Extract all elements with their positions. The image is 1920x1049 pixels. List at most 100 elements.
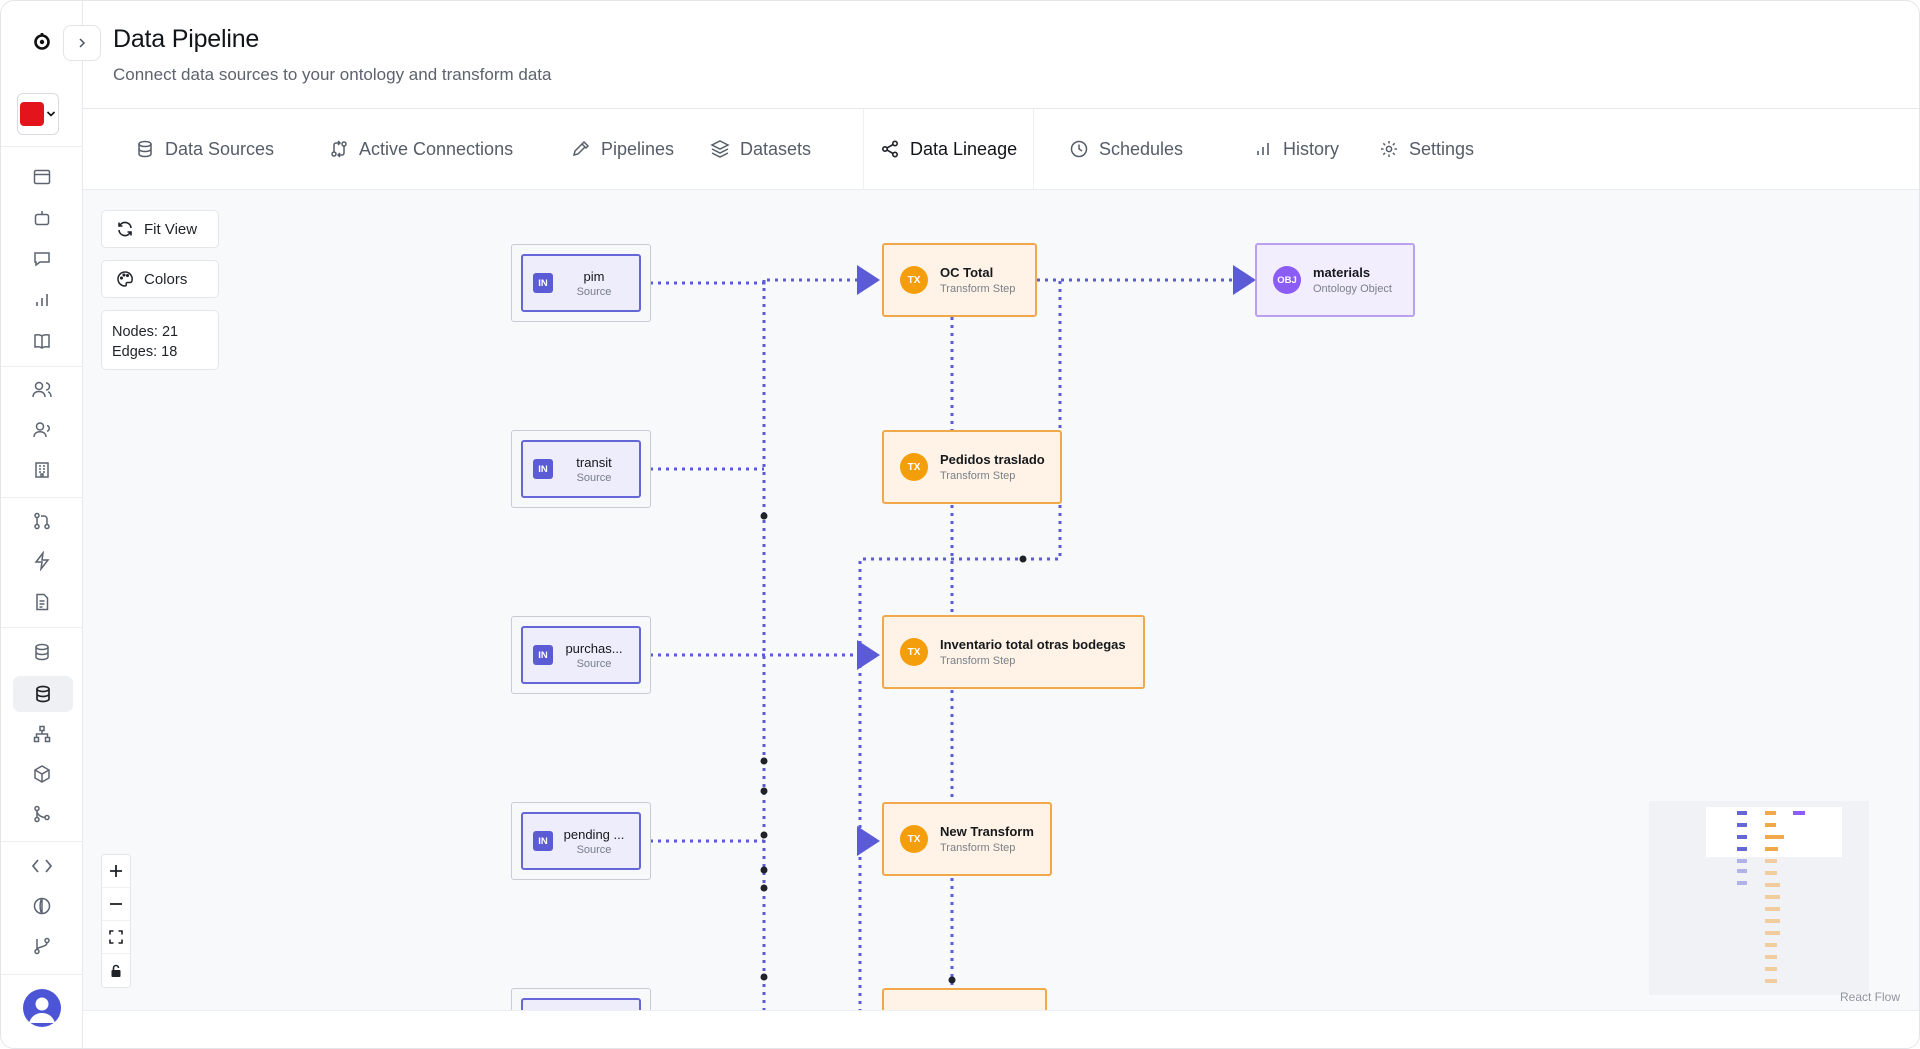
- node-transform-pedidos-traslado[interactable]: TX Pedidos trasladoTransform Step: [882, 430, 1062, 504]
- fit-screen-button[interactable]: [102, 921, 130, 954]
- tab-data-lineage[interactable]: Data Lineage: [863, 109, 1034, 189]
- source-badge: IN: [533, 459, 553, 479]
- layers-icon: [710, 139, 730, 159]
- node-object-materials[interactable]: OBJ materialsOntology Object: [1255, 243, 1415, 317]
- git-pull-request-icon[interactable]: [26, 505, 58, 537]
- zoom-out-button[interactable]: [102, 888, 130, 921]
- tab-label: Data Sources: [165, 139, 274, 160]
- git-compare-icon: [329, 139, 349, 159]
- lightning-icon[interactable]: [26, 545, 58, 577]
- node-transform-new-transform[interactable]: TX New TransformTransform Step: [882, 802, 1052, 876]
- plus-icon: [109, 864, 123, 878]
- edge-arrow-inventario: [857, 640, 880, 670]
- expand-sidebar-button[interactable]: [63, 25, 101, 61]
- cube-icon[interactable]: [26, 758, 58, 790]
- fit-view-button[interactable]: Fit View: [101, 210, 219, 248]
- node-name: Pedidos traslado: [940, 452, 1045, 467]
- node-name: pending ...: [553, 827, 635, 842]
- user-avatar[interactable]: [23, 989, 61, 1027]
- transform-badge: TX: [900, 825, 928, 853]
- building-icon[interactable]: [26, 454, 58, 486]
- lineage-canvas[interactable]: Fit View Colors Nodes: 21 Edges: 18 IN p…: [83, 190, 1920, 1010]
- bar-chart-icon[interactable]: [26, 284, 58, 316]
- globe-icon[interactable]: [26, 890, 58, 922]
- bot-icon[interactable]: [26, 202, 58, 234]
- database-active-icon[interactable]: [13, 676, 73, 712]
- zoom-in-button[interactable]: [102, 855, 130, 888]
- node-name: transit: [553, 455, 635, 470]
- node-type: Transform Step: [940, 842, 1034, 854]
- node-name: New Transform: [940, 824, 1034, 839]
- graph-stats: Nodes: 21 Edges: 18: [101, 310, 219, 370]
- code-icon[interactable]: [26, 850, 58, 882]
- node-source-transit[interactable]: IN transitSource: [511, 430, 651, 508]
- tab-data-sources[interactable]: Data Sources: [119, 109, 290, 189]
- source-badge: IN: [533, 831, 553, 851]
- edge-pim-octotal: [650, 280, 864, 283]
- lock-button[interactable]: [102, 954, 130, 987]
- transform-badge: TX: [900, 266, 928, 294]
- user-group-icon[interactable]: [26, 414, 58, 446]
- tab-label: History: [1283, 139, 1339, 160]
- chat-icon[interactable]: [26, 243, 58, 275]
- chevron-right-icon: [76, 37, 88, 49]
- nodes-count: Nodes: 21: [112, 322, 208, 342]
- colors-button[interactable]: Colors: [101, 260, 219, 298]
- node-type: Source: [553, 472, 635, 484]
- share-nodes-icon: [880, 139, 900, 159]
- tab-bar: Data Sources Active Connections Pipeline…: [83, 109, 1920, 189]
- bar-chart-icon: [1253, 139, 1273, 159]
- tab-label: Settings: [1409, 139, 1474, 160]
- tab-history[interactable]: History: [1237, 109, 1355, 189]
- node-source-pim[interactable]: IN pimSource: [511, 244, 651, 322]
- git-branch-icon[interactable]: [26, 930, 58, 962]
- window-icon[interactable]: [26, 161, 58, 193]
- lock-icon: [109, 964, 123, 978]
- workspace-switcher[interactable]: [17, 93, 59, 135]
- node-name: pim: [553, 269, 635, 284]
- fit-view-label: Fit View: [144, 221, 197, 238]
- tab-label: Datasets: [740, 139, 811, 160]
- tab-label: Schedules: [1099, 139, 1183, 160]
- page-title: Data Pipeline: [113, 25, 259, 54]
- gear-icon: [1379, 139, 1399, 159]
- refresh-icon: [116, 220, 134, 238]
- document-icon[interactable]: [26, 586, 58, 618]
- zoom-controls: [101, 854, 131, 988]
- node-type: Source: [553, 286, 635, 298]
- tab-active-connections[interactable]: Active Connections: [313, 109, 529, 189]
- page-subtitle: Connect data sources to your ontology an…: [113, 65, 551, 85]
- git-merge-icon[interactable]: [26, 798, 58, 830]
- tab-label: Data Lineage: [910, 139, 1017, 160]
- node-transform-partial[interactable]: [882, 988, 1047, 1010]
- database-icon[interactable]: [26, 636, 58, 668]
- node-source-partial[interactable]: [511, 988, 651, 1010]
- node-source-pending[interactable]: IN pending ... Source: [511, 802, 651, 880]
- node-type: Ontology Object: [1313, 283, 1392, 295]
- node-source-purchas[interactable]: IN purchas...Source: [511, 616, 651, 694]
- source-badge: IN: [533, 273, 553, 293]
- tab-pipelines[interactable]: Pipelines: [555, 109, 690, 189]
- object-badge: OBJ: [1273, 266, 1301, 294]
- node-name: purchas...: [553, 641, 635, 656]
- edge-arrow-octotal: [857, 265, 880, 295]
- node-transform-oc-total[interactable]: TX OC TotalTransform Step: [882, 243, 1037, 317]
- database-icon: [135, 139, 155, 159]
- app-logo-icon[interactable]: [29, 29, 55, 55]
- tab-datasets[interactable]: Datasets: [694, 109, 827, 189]
- book-icon[interactable]: [26, 325, 58, 357]
- users-icon[interactable]: [26, 374, 58, 406]
- react-flow-attribution[interactable]: React Flow: [1840, 990, 1900, 1004]
- transform-badge: TX: [900, 453, 928, 481]
- sitemap-icon[interactable]: [26, 718, 58, 750]
- minimap[interactable]: [1649, 801, 1869, 995]
- node-transform-inventario[interactable]: TX Inventario total otras bodegasTransfo…: [882, 615, 1145, 689]
- node-type: Source: [553, 844, 635, 856]
- tab-schedules[interactable]: Schedules: [1053, 109, 1199, 189]
- tab-label: Active Connections: [359, 139, 513, 160]
- sidebar: [1, 1, 83, 1049]
- tab-settings[interactable]: Settings: [1363, 109, 1490, 189]
- edge-arrow-newtransform: [857, 826, 880, 856]
- edges-count: Edges: 18: [112, 342, 208, 362]
- edge-arrow-materials: [1233, 265, 1256, 295]
